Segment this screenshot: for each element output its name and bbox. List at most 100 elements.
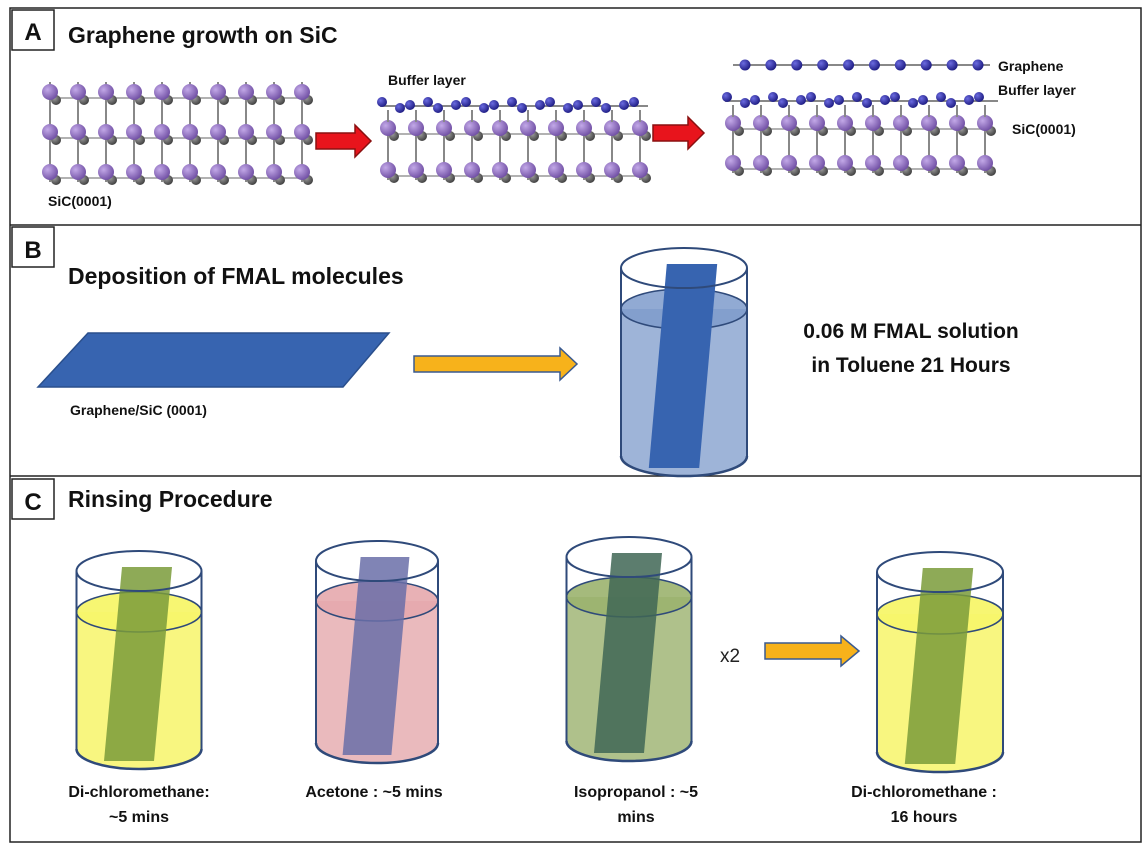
sic-lattice-buffer (377, 97, 651, 183)
label-graphene-sic: Graphene/SiC (0001) (70, 402, 207, 418)
silicon-atom (294, 124, 310, 140)
silicon-atom (380, 162, 396, 178)
panel-a-title: Graphene growth on SiC (68, 22, 338, 48)
panel-c: C Rinsing Procedure x2 Di-chloromethane:… (11, 478, 1005, 826)
silicon-atom (436, 120, 452, 136)
buffer-atom (395, 103, 405, 113)
silicon-atom (182, 164, 198, 180)
buffer-atom (722, 92, 732, 102)
silicon-atom (238, 124, 254, 140)
silicon-atom (725, 155, 741, 171)
sic-lattice-graphene (722, 59, 998, 176)
buffer-atom (563, 103, 573, 113)
silicon-atom (809, 115, 825, 131)
buffer-atom (946, 98, 956, 108)
silicon-atom (632, 120, 648, 136)
beaker-base (314, 742, 440, 765)
silicon-atom (42, 124, 58, 140)
buffer-atom (489, 100, 499, 110)
panel-a-letter: A (24, 19, 41, 46)
buffer-atom (768, 92, 778, 102)
buffer-atom (545, 97, 555, 107)
silicon-atom (865, 155, 881, 171)
buffer-atom (601, 103, 611, 113)
silicon-atom (266, 124, 282, 140)
graphene-atom (868, 59, 880, 71)
graphene-atom (739, 59, 751, 71)
buffer-atom (862, 98, 872, 108)
silicon-atom (921, 115, 937, 131)
buffer-atom (461, 97, 471, 107)
step-3-line-1: Isopropanol : ~5 (574, 784, 698, 801)
graphene-atom (894, 59, 906, 71)
silicon-atom (576, 120, 592, 136)
silicon-atom (837, 115, 853, 131)
buffer-atom (405, 100, 415, 110)
silicon-atom (408, 162, 424, 178)
red-arrow-1 (315, 123, 373, 159)
beaker-base (565, 740, 693, 763)
silicon-atom (98, 84, 114, 100)
silicon-atom (520, 162, 536, 178)
panel-c-letter: C (24, 489, 41, 516)
label-sic-right: SiC(0001) (1012, 121, 1076, 137)
panel-b-letter-box (11, 226, 55, 268)
silicon-atom (70, 164, 86, 180)
silicon-atom (632, 162, 648, 178)
silicon-atom (182, 84, 198, 100)
silicon-atom (238, 164, 254, 180)
silicon-atom (210, 124, 226, 140)
silicon-atom (210, 84, 226, 100)
sample-strip (342, 557, 410, 755)
silicon-atom (893, 115, 909, 131)
buffer-atom (629, 97, 639, 107)
silicon-atom (266, 164, 282, 180)
buffer-atom (824, 98, 834, 108)
graphene-atom (843, 59, 855, 71)
red-arrow-2 (652, 115, 706, 151)
buffer-atom (750, 95, 760, 105)
buffer-atom (778, 98, 788, 108)
buffer-atom (974, 92, 984, 102)
silicon-atom (809, 155, 825, 171)
silicon-atom (42, 84, 58, 100)
silicon-atom (464, 162, 480, 178)
silicon-atom (42, 164, 58, 180)
silicon-atom (548, 120, 564, 136)
panel-b: B Deposition of FMAL molecules Graphene/… (11, 226, 1019, 478)
buffer-atom (377, 97, 387, 107)
silicon-atom (949, 155, 965, 171)
graphene-sic-sample (36, 332, 391, 388)
silicon-atom (725, 115, 741, 131)
label-graphene: Graphene (998, 58, 1064, 74)
buffer-atom (834, 95, 844, 105)
buffer-atom (451, 100, 461, 110)
buffer-atom (619, 100, 629, 110)
beaker-dichloromethane-1 (75, 550, 203, 771)
silicon-atom (380, 120, 396, 136)
beaker-base (75, 748, 203, 771)
silicon-atom (604, 162, 620, 178)
label-buffer-layer-right: Buffer layer (998, 82, 1076, 98)
silicon-atom (604, 120, 620, 136)
silicon-atom (893, 155, 909, 171)
silicon-atom (781, 115, 797, 131)
buffer-atom (806, 92, 816, 102)
step-3-line-2: mins (617, 809, 654, 826)
buffer-atom (796, 95, 806, 105)
sample-strip (104, 567, 172, 761)
solution-line-1: 0.06 M FMAL solution (803, 320, 1018, 343)
silicon-atom (98, 164, 114, 180)
graphene-atom (972, 59, 984, 71)
silicon-atom (865, 115, 881, 131)
silicon-atom (977, 155, 993, 171)
silicon-atom (921, 155, 937, 171)
silicon-atom (977, 115, 993, 131)
orange-arrow-b (413, 346, 579, 382)
graphene-atom (946, 59, 958, 71)
silicon-atom (781, 155, 797, 171)
silicon-atom (210, 164, 226, 180)
silicon-atom (238, 84, 254, 100)
silicon-atom (492, 162, 508, 178)
solution-line-2: in Toluene 21 Hours (811, 354, 1010, 377)
